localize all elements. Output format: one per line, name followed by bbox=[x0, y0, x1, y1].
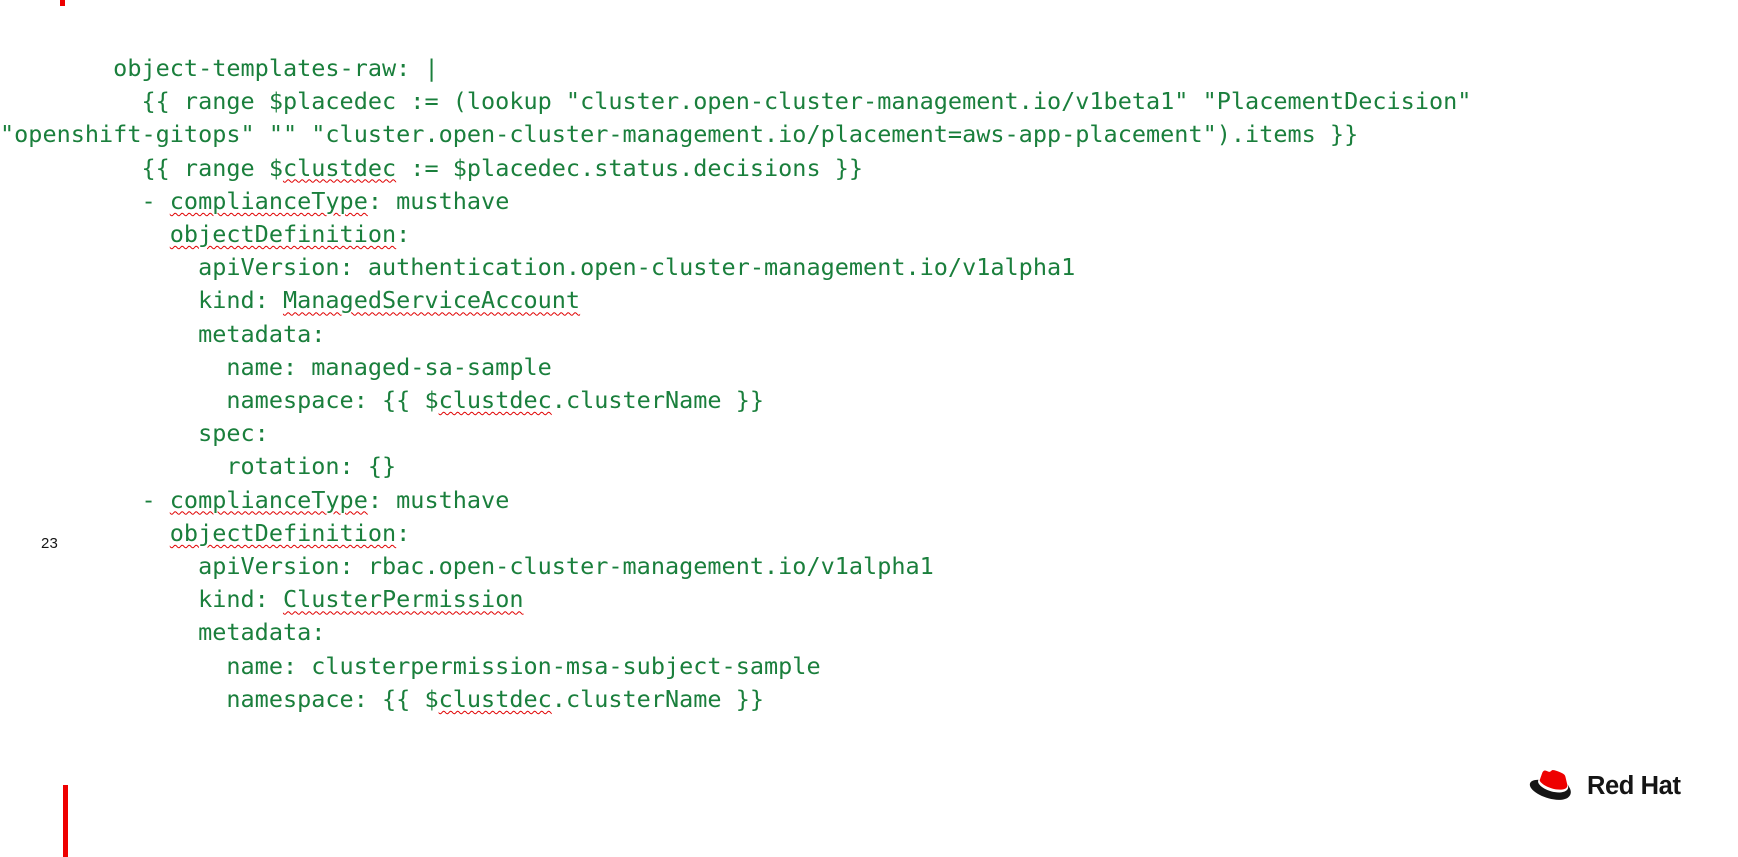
code-line: {{ range $clustdec := $placedec.status.d… bbox=[0, 153, 864, 182]
code-line: kind: ClusterPermission bbox=[0, 585, 524, 614]
misspelled-token: clustdec bbox=[438, 684, 552, 713]
code-line: rotation: {} bbox=[0, 452, 397, 481]
code-block: object-templates-raw: | {{ range $placed… bbox=[0, 52, 1738, 716]
code-line: "openshift-gitops" "" "cluster.open-clus… bbox=[0, 120, 1359, 149]
misspelled-token: complianceType bbox=[169, 186, 368, 215]
code-line: metadata: bbox=[0, 319, 326, 348]
code-line: - complianceType: musthave bbox=[0, 485, 510, 514]
code-line: spec: bbox=[0, 419, 269, 448]
code-line: namespace: {{ $clustdec.clusterName }} bbox=[0, 684, 765, 713]
code-line: - complianceType: musthave bbox=[0, 186, 510, 215]
red-hat-fedora-icon bbox=[1529, 770, 1571, 800]
accent-bar-bottom bbox=[63, 785, 68, 857]
misspelled-token: ClusterPermission bbox=[282, 585, 524, 614]
code-line: namespace: {{ $clustdec.clusterName }} bbox=[0, 386, 765, 415]
misspelled-token: clustdec bbox=[438, 386, 552, 415]
code-line: object-templates-raw: | bbox=[0, 54, 439, 82]
code-line: apiVersion: rbac.open-cluster-management… bbox=[0, 552, 934, 581]
misspelled-token: complianceType bbox=[169, 485, 368, 514]
misspelled-token: clustdec bbox=[282, 153, 397, 182]
misspelled-token: ManagedServiceAccount bbox=[282, 286, 581, 315]
code-line: objectDefinition: bbox=[169, 220, 411, 249]
accent-bar-top bbox=[60, 0, 65, 6]
red-hat-wordmark: Red Hat bbox=[1587, 772, 1681, 800]
code-line: name: clusterpermission-msa-subject-samp… bbox=[0, 651, 821, 680]
code-line: metadata: bbox=[0, 618, 326, 647]
code-line: {{ range $placedec := (lookup "cluster.o… bbox=[0, 87, 1472, 116]
red-hat-logo: Red Hat bbox=[1528, 770, 1681, 803]
misspelled-token: objectDefinition bbox=[169, 518, 397, 547]
slide-number: 23 bbox=[41, 535, 59, 552]
code-line: kind: ManagedServiceAccount bbox=[0, 286, 581, 315]
code-line: name: managed-sa-sample bbox=[0, 352, 552, 381]
code-line: objectDefinition: bbox=[169, 518, 411, 547]
code-line: apiVersion: authentication.open-cluster-… bbox=[0, 253, 1076, 282]
misspelled-token: objectDefinition bbox=[169, 220, 397, 249]
